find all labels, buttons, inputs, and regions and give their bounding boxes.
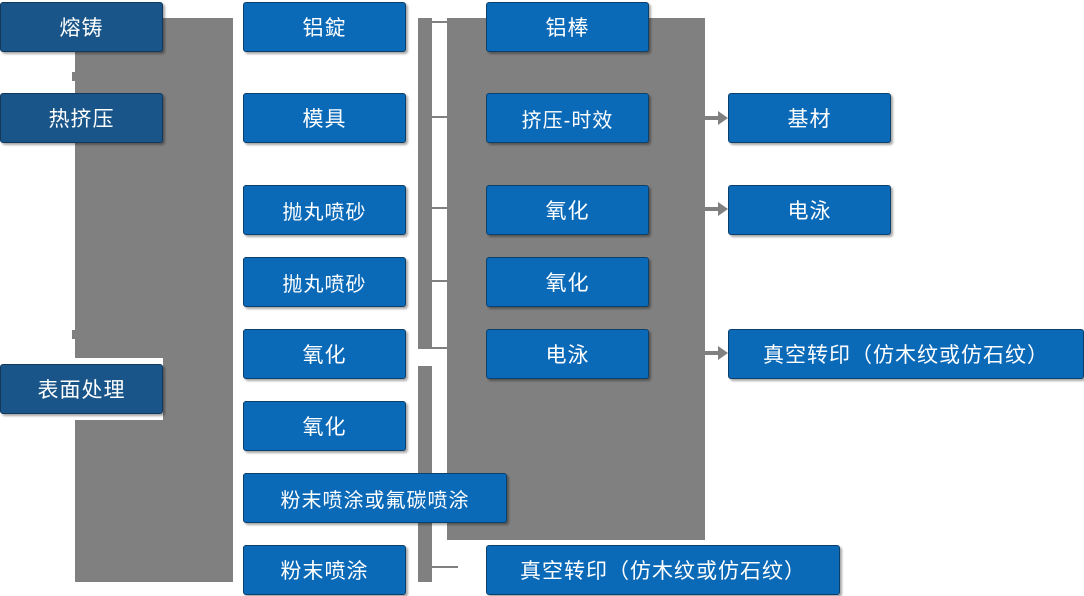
node-label: 铝錠	[302, 17, 347, 40]
connector-tick-b6	[432, 566, 458, 568]
node-label: 抛丸喷砂	[282, 201, 367, 224]
node-oxidation-3[interactable]: 氧化	[486, 185, 649, 235]
trunk-left-arrow-1	[219, 18, 233, 36]
connector-tick-b1	[418, 21, 458, 23]
connector-trunk-mid-narrow	[418, 18, 432, 348]
trunk-left-arrow-2	[219, 109, 233, 127]
node-oxidation-2[interactable]: 氧化	[243, 401, 406, 451]
node-surface-treatment[interactable]: 表面处理	[0, 364, 163, 414]
node-label: 抛丸喷砂	[282, 273, 367, 296]
node-powder-spray[interactable]: 粉末喷涂	[243, 545, 406, 595]
node-oxidation-1[interactable]: 氧化	[243, 329, 406, 379]
node-label: 氧化	[545, 200, 590, 223]
arrow-to-vacuum-transfer	[705, 346, 728, 360]
connector-tick-b2	[432, 116, 458, 118]
node-label: 氧化	[545, 272, 590, 295]
trunk-left-arrow-6	[219, 417, 233, 435]
connector-tick-b4	[432, 280, 458, 282]
trunk-left-arrow-7	[219, 489, 233, 507]
node-label: 基材	[787, 108, 832, 131]
trunk-left-arrow-3	[219, 201, 233, 219]
node-label: 粉末喷涂或氟碳喷涂	[280, 489, 470, 512]
node-electrophoresis-2[interactable]: 电泳	[728, 185, 891, 235]
node-shot-blasting-2[interactable]: 抛丸喷砂	[243, 257, 406, 307]
node-electrophoresis-1[interactable]: 电泳	[486, 329, 649, 379]
node-vacuum-transfer-right[interactable]: 真空转印（仿木纹或仿石纹）	[728, 329, 1084, 379]
node-label: 真空转印（仿木纹或仿石纹）	[520, 560, 806, 583]
trunk-left-arrow-5	[219, 345, 233, 363]
arrow-to-base-material	[705, 111, 728, 125]
trunk-left-arrow-4	[219, 273, 233, 291]
node-powder-or-pvdf-spray[interactable]: 粉末喷涂或氟碳喷涂	[243, 473, 507, 523]
node-label: 氧化	[302, 344, 347, 367]
node-label: 粉末喷涂	[280, 560, 369, 583]
trunk-left-arrow-8	[219, 561, 233, 579]
node-label: 熔铸	[59, 17, 104, 40]
arrow-to-electrophoresis	[705, 202, 728, 216]
node-label: 模具	[302, 108, 347, 131]
connector-tick-b5	[418, 347, 458, 349]
node-melting-casting[interactable]: 熔铸	[0, 2, 163, 52]
node-extrusion-aging[interactable]: 挤压-时效	[486, 93, 649, 143]
node-aluminium-bar[interactable]: 铝棒	[486, 2, 649, 52]
connector-tick-b3	[432, 207, 458, 209]
node-vacuum-transfer-bottom[interactable]: 真空转印（仿木纹或仿石纹）	[486, 545, 840, 595]
node-label: 电泳	[787, 200, 832, 223]
node-mould[interactable]: 模具	[243, 93, 406, 143]
connector-line-surface	[163, 387, 187, 389]
trunk-left-tick-2	[72, 330, 86, 339]
node-hot-extrusion[interactable]: 热挤压	[0, 93, 163, 143]
node-base-material[interactable]: 基材	[728, 93, 891, 143]
node-oxidation-4[interactable]: 氧化	[486, 257, 649, 307]
node-label: 氧化	[302, 416, 347, 439]
node-aluminium-ingot[interactable]: 铝錠	[243, 2, 406, 52]
node-shot-blasting-1[interactable]: 抛丸喷砂	[243, 185, 406, 235]
node-label: 挤压-时效	[521, 109, 614, 132]
node-label: 热挤压	[48, 108, 115, 131]
node-label: 电泳	[545, 344, 590, 367]
node-label: 表面处理	[37, 379, 126, 402]
node-label: 铝棒	[545, 17, 590, 40]
node-label: 真空转印（仿木纹或仿石纹）	[763, 344, 1049, 367]
trunk-left-tick-1	[72, 72, 86, 81]
